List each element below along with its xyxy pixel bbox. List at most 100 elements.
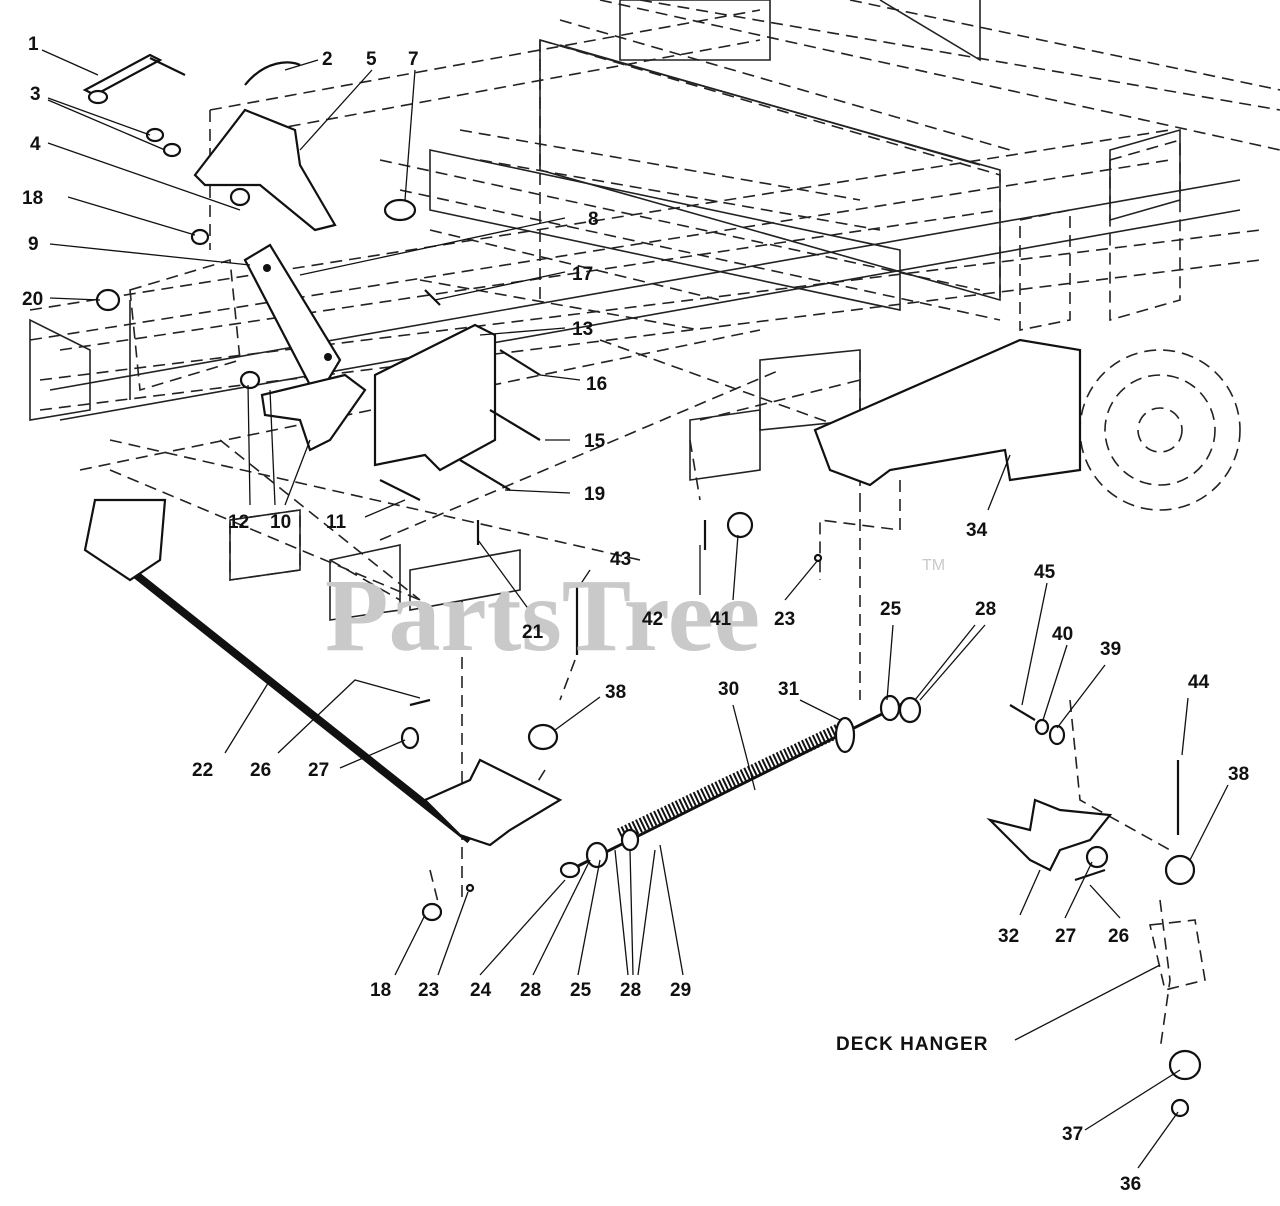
part-34-front-hanger	[813, 338, 1082, 487]
part-22-bracket-left	[83, 498, 167, 582]
callout-26-right[interactable]: 26	[1108, 926, 1129, 947]
callout-13[interactable]: 13	[572, 319, 593, 340]
callout-19[interactable]: 19	[584, 484, 605, 505]
part-45-bolt	[1009, 704, 1036, 721]
callout-9[interactable]: 9	[28, 234, 39, 255]
part-24-end	[559, 861, 581, 879]
part-28-upper	[898, 696, 922, 724]
callout-28-upper[interactable]: 28	[975, 599, 996, 620]
callout-12[interactable]: 12	[228, 512, 249, 533]
part-1-pin	[82, 53, 186, 105]
callout-28-lower-a[interactable]: 28	[520, 980, 541, 1001]
part-27-washer-right	[1085, 845, 1109, 869]
part-28-lower	[620, 828, 640, 852]
callout-34[interactable]: 34	[966, 520, 988, 541]
callout-31[interactable]: 31	[778, 679, 800, 700]
part-10-plate	[260, 373, 367, 452]
part-4-nut	[229, 187, 251, 207]
part-39-washer	[1048, 724, 1066, 746]
part-3-washer-b	[162, 142, 182, 158]
callout-42[interactable]: 42	[642, 609, 663, 630]
callout-43[interactable]: 43	[610, 549, 631, 570]
callout-38-right[interactable]: 38	[1228, 764, 1249, 785]
callout-23-lower[interactable]: 23	[418, 980, 439, 1001]
part-7-bushing	[383, 198, 417, 222]
callout-7[interactable]: 7	[408, 49, 419, 70]
part-37-bushing	[1168, 1049, 1202, 1081]
callout-26-left[interactable]: 26	[250, 760, 271, 781]
callout-18-upper[interactable]: 18	[22, 188, 43, 209]
callout-16[interactable]: 16	[586, 374, 607, 395]
callout-25-lower[interactable]: 25	[570, 980, 592, 1001]
callout-44[interactable]: 44	[1188, 672, 1210, 693]
part-17-spacer	[424, 289, 441, 306]
watermark-trademark: TM	[922, 557, 945, 574]
callout-39[interactable]: 39	[1100, 639, 1121, 660]
part-25-lower	[585, 841, 609, 869]
part-9-link-arm	[243, 243, 342, 387]
frame-phantom-lines	[29, 0, 1280, 1051]
part-22-rod	[127, 566, 473, 844]
part-11-bolt	[379, 479, 421, 501]
callout-11[interactable]: 11	[326, 512, 347, 533]
part-22-bracket-right	[423, 758, 563, 847]
part-12-nut	[239, 370, 261, 390]
part-16-bolt	[499, 349, 541, 376]
part-30-spring	[616, 718, 854, 842]
part-20-nut	[95, 288, 121, 312]
leader-lines	[41, 49, 1229, 1169]
callout-41[interactable]: 41	[710, 609, 732, 630]
callout-3[interactable]: 3	[30, 84, 41, 105]
part-26-pin-left	[409, 698, 431, 707]
callout-17[interactable]: 17	[572, 264, 593, 285]
callouts: 1 2 3 4 5 7 8 9 10 11 12 13 15 16 17 18 …	[22, 34, 1249, 1195]
part-19-bolt	[459, 459, 511, 491]
callout-29[interactable]: 29	[670, 980, 691, 1001]
part-36-nut	[1170, 1098, 1190, 1118]
callout-28-lower-b[interactable]: 28	[620, 980, 641, 1001]
callout-1[interactable]: 1	[28, 34, 39, 55]
callout-20[interactable]: 20	[22, 289, 43, 310]
part-32-bracket	[986, 798, 1113, 872]
parts	[82, 53, 1206, 1118]
watermark-text: PartsTree	[325, 558, 760, 673]
callout-2[interactable]: 2	[322, 49, 333, 70]
callout-10[interactable]: 10	[270, 512, 291, 533]
callout-8[interactable]: 8	[588, 209, 599, 230]
part-40-washer	[1034, 718, 1050, 736]
callout-32[interactable]: 32	[998, 926, 1019, 947]
part-18-nut-lower	[421, 902, 443, 922]
part-38-right	[1164, 854, 1196, 886]
callout-45[interactable]: 45	[1034, 562, 1056, 583]
part-18-nut-upper	[190, 228, 210, 246]
part-31-collar	[834, 716, 856, 754]
frame-outlines	[29, 0, 1241, 621]
watermark: PartsTree TM	[325, 557, 945, 673]
part-15-bolt	[489, 409, 541, 441]
callout-18-lower[interactable]: 18	[370, 980, 391, 1001]
part-27-washer-left	[400, 726, 420, 750]
callout-5[interactable]: 5	[366, 49, 377, 70]
callout-37[interactable]: 37	[1062, 1124, 1083, 1145]
part-5-bracket	[193, 108, 337, 232]
part-41-washer	[726, 511, 754, 539]
callout-23-upper[interactable]: 23	[774, 609, 795, 630]
callout-25-upper[interactable]: 25	[880, 599, 902, 620]
callout-40[interactable]: 40	[1052, 624, 1073, 645]
callout-27-left[interactable]: 27	[308, 760, 329, 781]
callout-15[interactable]: 15	[584, 431, 606, 452]
part-13-adjustment-plate	[373, 323, 497, 472]
callout-38-upper[interactable]: 38	[605, 682, 626, 703]
callout-24[interactable]: 24	[470, 980, 492, 1001]
callout-27-right[interactable]: 27	[1055, 926, 1076, 947]
deck-hanger-caption: DECK HANGER	[836, 1034, 988, 1055]
callout-30[interactable]: 30	[718, 679, 739, 700]
callout-22[interactable]: 22	[192, 760, 213, 781]
callout-4[interactable]: 4	[30, 134, 41, 155]
part-30-rod	[569, 698, 911, 872]
callout-21[interactable]: 21	[522, 622, 544, 643]
part-26-pin-right	[1074, 868, 1106, 882]
callout-36[interactable]: 36	[1120, 1174, 1141, 1195]
part-3-washer-a	[145, 127, 165, 143]
